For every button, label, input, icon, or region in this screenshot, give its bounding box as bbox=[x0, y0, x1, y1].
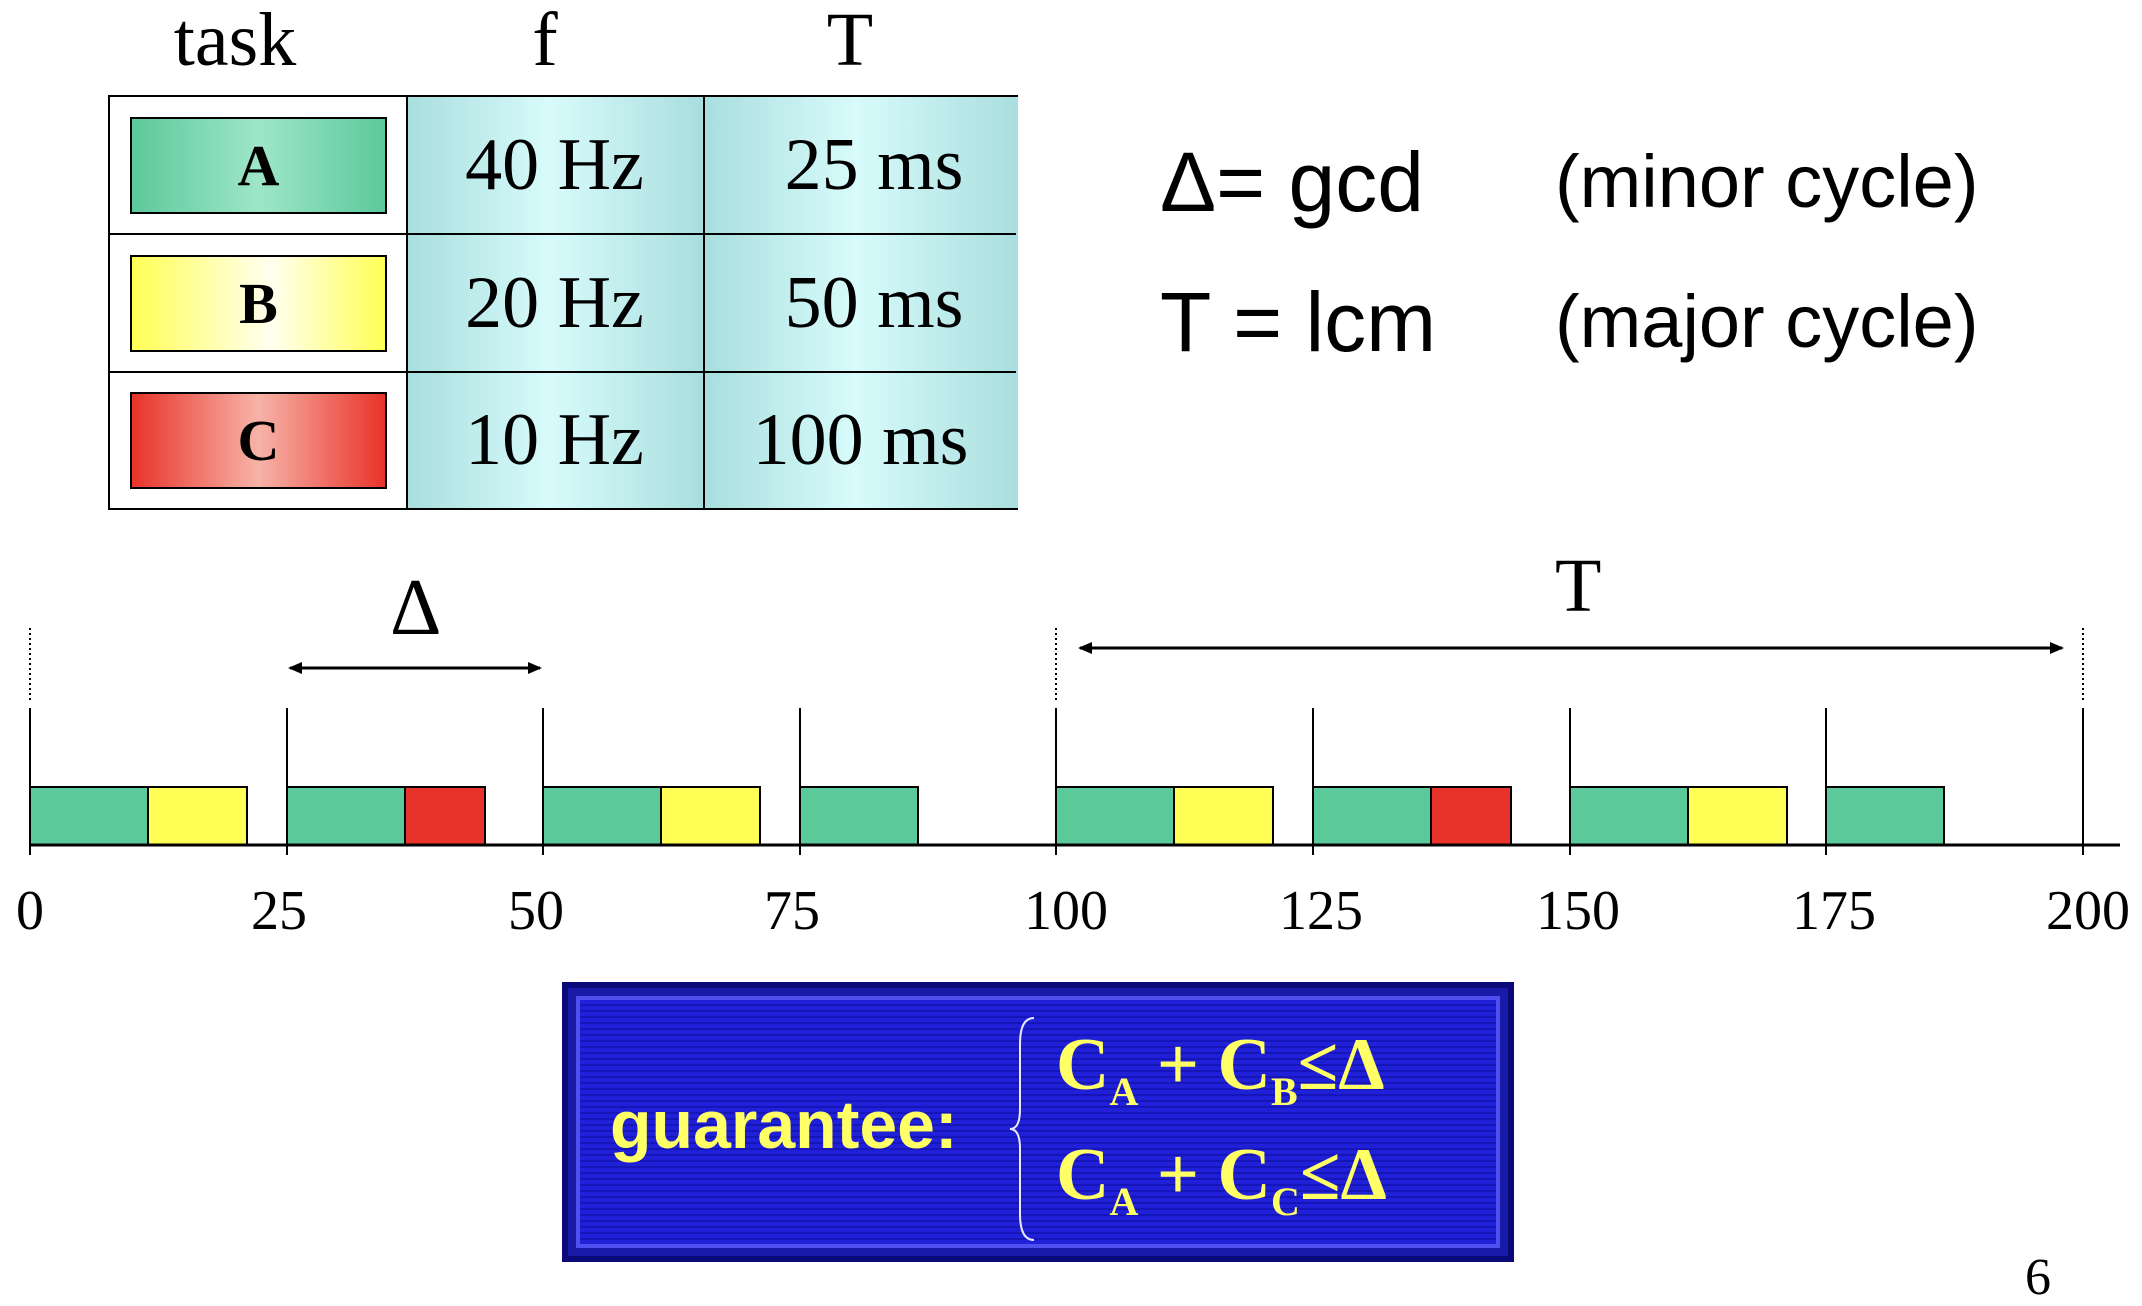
delta-label: Δ bbox=[390, 564, 442, 652]
task-c-frequency: 10 Hz bbox=[465, 399, 644, 481]
tick-label-200: 200 bbox=[2046, 880, 2130, 942]
block-a bbox=[29, 786, 149, 846]
tick-label-0: 0 bbox=[16, 880, 44, 942]
task-table: A 40 Hz 25 ms B 20 Hz 50 ms C 10 Hz 100 … bbox=[108, 95, 1018, 510]
tick-label-25: 25 bbox=[251, 880, 307, 942]
task-c-period: 100 ms bbox=[752, 399, 969, 481]
task-c-swatch: C bbox=[130, 392, 387, 489]
tick-label-150: 150 bbox=[1536, 880, 1620, 942]
block-a bbox=[1569, 786, 1689, 846]
block-b bbox=[1687, 786, 1788, 846]
task-b-swatch: B bbox=[130, 255, 387, 352]
task-b-frequency: 20 Hz bbox=[465, 261, 644, 344]
block-c bbox=[1430, 786, 1512, 846]
guarantee-condition-2: CA + CC≤Δ bbox=[1056, 1134, 1387, 1224]
header-task: task bbox=[173, 0, 297, 82]
block-a bbox=[286, 786, 406, 846]
task-a-swatch: A bbox=[130, 117, 387, 214]
brace-icon bbox=[1009, 1017, 1035, 1241]
block-b bbox=[660, 786, 761, 846]
tick-label-100: 100 bbox=[1024, 880, 1108, 942]
major-cycle-label: T bbox=[1555, 544, 1602, 628]
tick-label-75: 75 bbox=[764, 880, 820, 942]
guarantee-label: guarantee: bbox=[610, 1087, 958, 1163]
header-frequency: f bbox=[532, 0, 558, 82]
block-b bbox=[1173, 786, 1274, 846]
block-a bbox=[542, 786, 662, 846]
schedule-timeline bbox=[29, 628, 2120, 855]
block-a bbox=[1055, 786, 1175, 846]
tick-label-175: 175 bbox=[1792, 880, 1876, 942]
block-a bbox=[1312, 786, 1432, 846]
task-b-period: 50 ms bbox=[784, 261, 964, 344]
block-a bbox=[799, 786, 919, 846]
guarantee-condition-1: CA + CB≤Δ bbox=[1056, 1024, 1385, 1114]
page-number: 6 bbox=[2025, 1249, 2051, 1306]
task-a-frequency: 40 Hz bbox=[465, 123, 644, 206]
header-period: T bbox=[826, 0, 874, 82]
block-b bbox=[147, 786, 248, 846]
block-a bbox=[1825, 786, 1945, 846]
tick-label-125: 125 bbox=[1279, 880, 1363, 942]
minor-cycle-equation: Δ= gcd bbox=[1160, 135, 1424, 229]
block-c bbox=[404, 786, 486, 846]
major-cycle-equation: T = lcm bbox=[1160, 275, 1437, 369]
major-cycle-note: (major cycle) bbox=[1555, 280, 1979, 363]
guarantee-box: guarantee: CA + CB≤Δ CA + CC≤Δ bbox=[562, 982, 1514, 1262]
minor-cycle-note: (minor cycle) bbox=[1555, 140, 1979, 223]
tick-label-50: 50 bbox=[508, 880, 564, 942]
task-a-period: 25 ms bbox=[784, 123, 964, 206]
